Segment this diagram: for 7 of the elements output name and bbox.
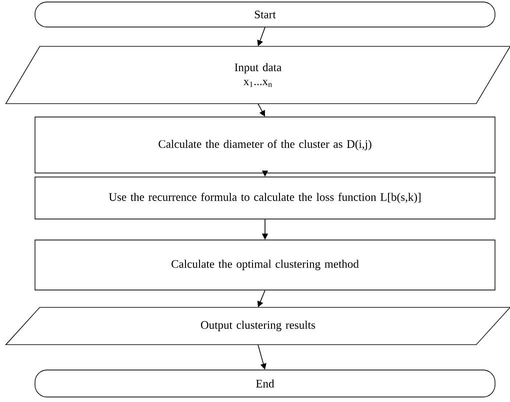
process-box: Use the recurrence formula to calculate the loss function L[b(s,k)]	[34, 176, 496, 220]
input-output-parallelogram: Input data x$_{1}$...x$_{n}$	[5, 46, 510, 104]
process-box: Calculate the diameter of the cluster as D(i,j)	[34, 116, 496, 174]
input-output-parallelogram: Output clustering results	[5, 306, 510, 346]
process-box: Calculate the optimal clustering method	[34, 240, 496, 290]
terminal-box: End	[34, 370, 496, 398]
terminal-box: Start	[34, 2, 496, 28]
